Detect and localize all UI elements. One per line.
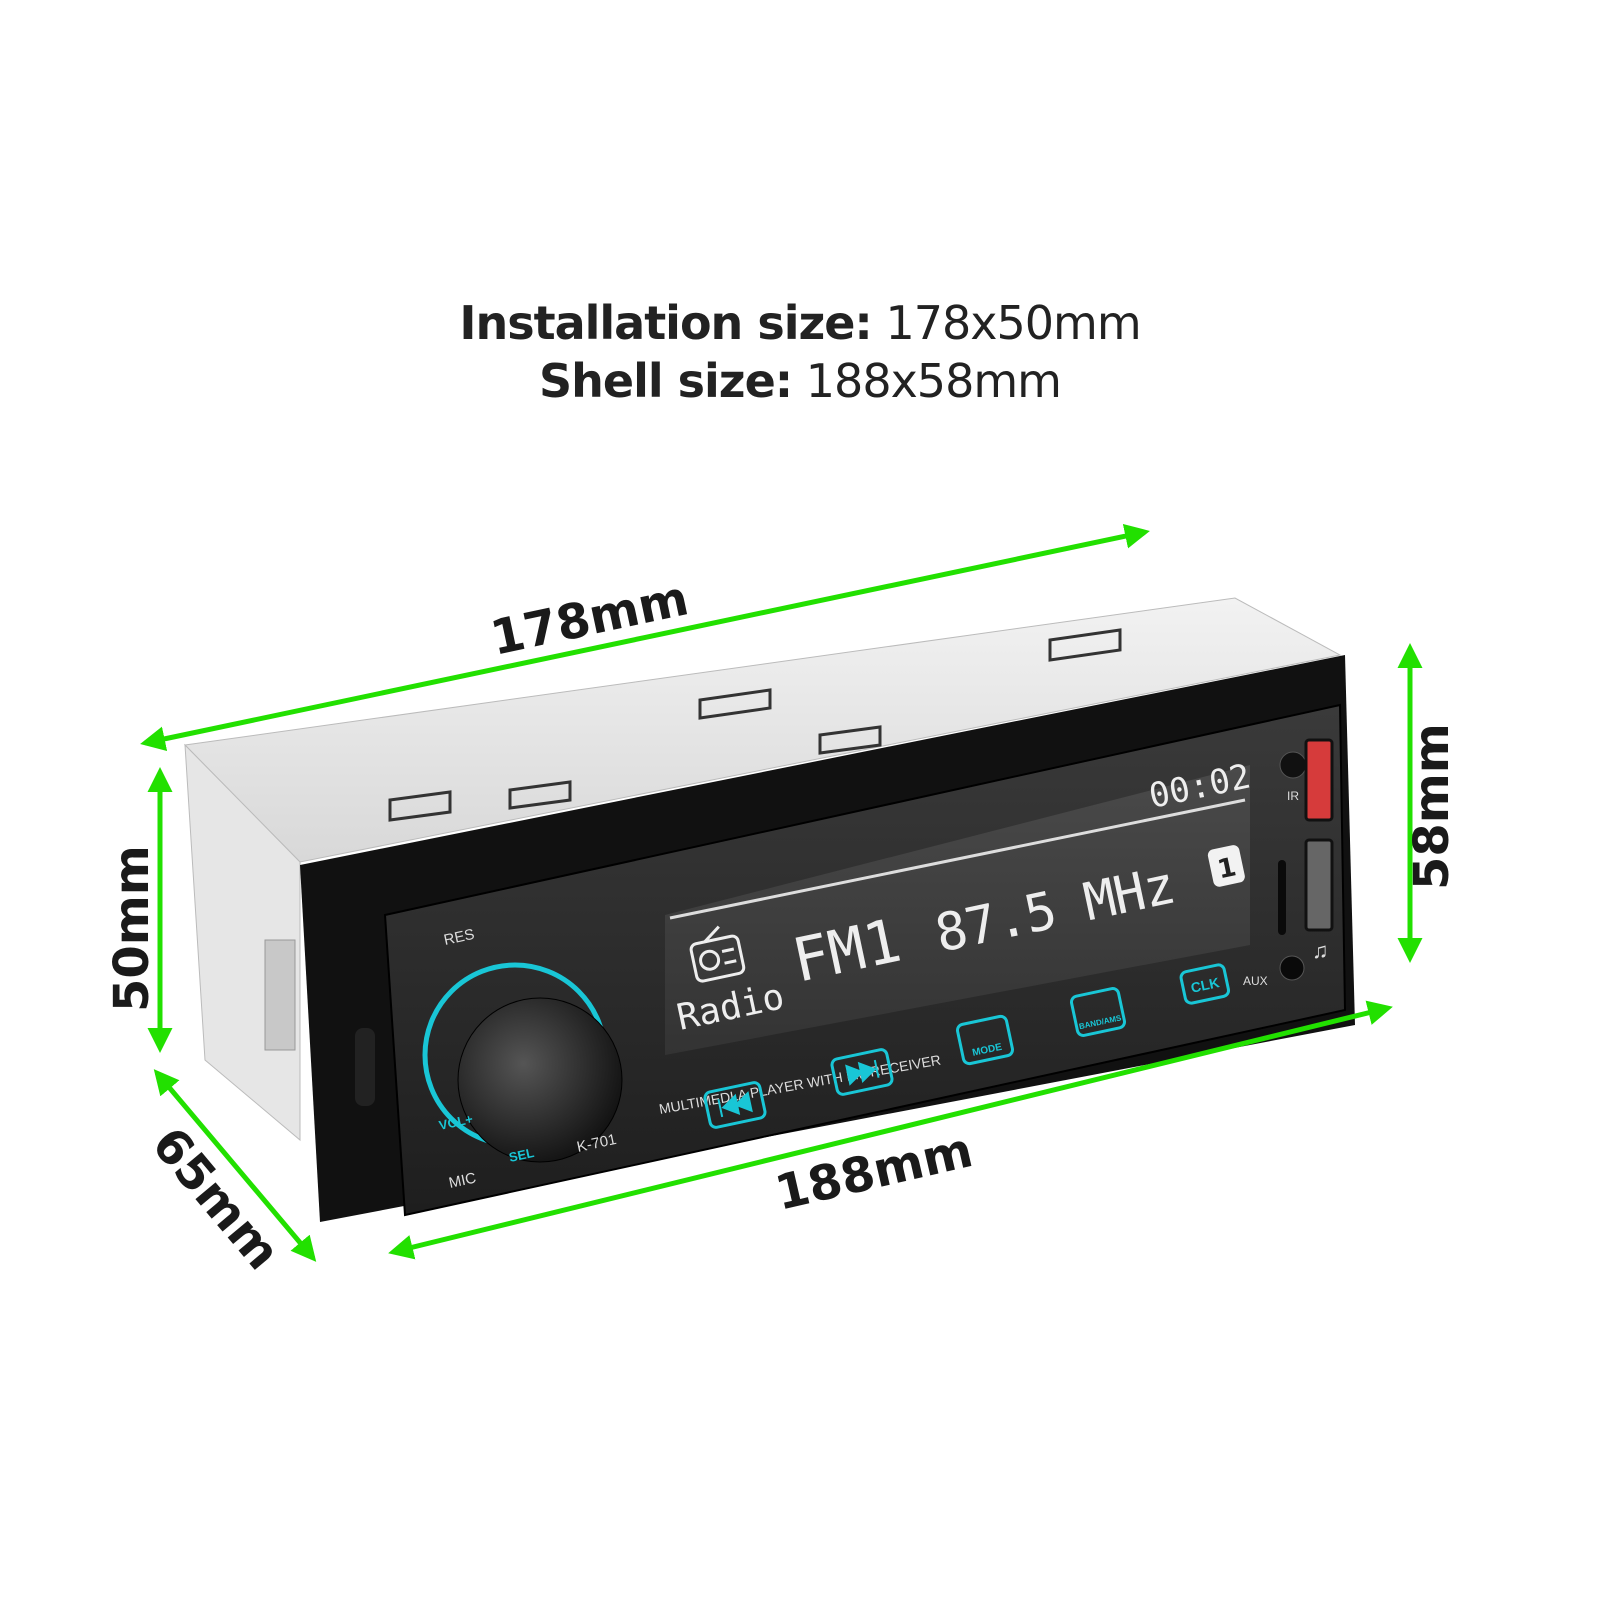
res-label: RES bbox=[442, 926, 476, 949]
dimension-label-188mm: 188mm bbox=[770, 1122, 978, 1222]
shell-size-label: Shell size: bbox=[539, 354, 793, 408]
arrow-65mm bbox=[153, 1069, 317, 1262]
aux-label: AUX bbox=[1243, 974, 1268, 988]
aux-jack[interactable] bbox=[1279, 955, 1305, 981]
shell-size-line: Shell size: 188x58mm bbox=[0, 354, 1600, 408]
arrow-178mm bbox=[140, 523, 1150, 752]
dimension-label-178mm: 178mm bbox=[486, 570, 694, 666]
preset-badge bbox=[1207, 845, 1245, 887]
release-button[interactable] bbox=[355, 1028, 375, 1106]
preset-number: 1 bbox=[1215, 852, 1239, 885]
installation-size-label: Installation size: bbox=[459, 296, 872, 350]
dimension-arrows bbox=[140, 523, 1423, 1262]
clk-label: CLK bbox=[1189, 974, 1220, 996]
installation-size-value: 178x50mm bbox=[885, 296, 1141, 350]
sd-card-slot[interactable] bbox=[1278, 860, 1286, 935]
music-icon: ♫ bbox=[1312, 938, 1329, 963]
dimension-label-58mm: 58mm bbox=[1404, 723, 1460, 890]
arrow-188mm bbox=[388, 1000, 1393, 1260]
ir-label: IR bbox=[1287, 789, 1299, 803]
usb-charge-port[interactable] bbox=[1304, 738, 1334, 822]
usb-port[interactable] bbox=[1304, 838, 1334, 932]
radio-icon bbox=[689, 925, 746, 983]
dimension-label-50mm: 50mm bbox=[104, 845, 160, 1012]
ir-sensor bbox=[1279, 751, 1307, 779]
lcd-display bbox=[665, 765, 1250, 1055]
clk-button[interactable]: CLK bbox=[1179, 963, 1231, 1005]
installation-size-line: Installation size: 178x50mm bbox=[0, 296, 1600, 350]
shell-size-value: 188x58mm bbox=[805, 354, 1062, 408]
